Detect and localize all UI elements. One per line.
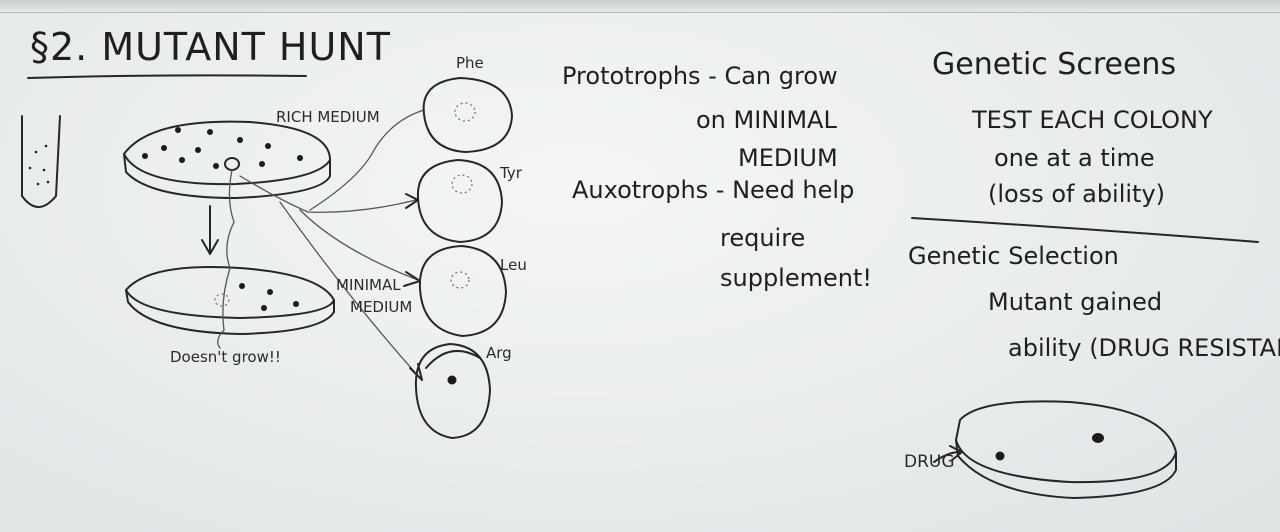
- drug-label: DRUG: [904, 452, 955, 472]
- doesnt-grow-label: Doesn't grow!!: [170, 348, 281, 366]
- marker-tray: [0, 0, 1280, 13]
- selection-line2: ability (DRUG RESISTANT): [1008, 334, 1280, 362]
- screens-line1: TEST EACH COLONY: [972, 106, 1213, 134]
- prototrophs-line1: Prototrophs - Can grow: [562, 62, 838, 90]
- leu-plate: [418, 245, 507, 337]
- phe-plate: [422, 77, 513, 153]
- leu-label: Leu: [500, 256, 527, 274]
- prototrophs-line2: on MINIMAL: [696, 106, 837, 134]
- auxotrophs-line3: supplement!: [720, 264, 873, 292]
- test-tube: [21, 115, 61, 208]
- tyr-plate: [416, 159, 503, 243]
- screens-selection-divider: [911, 217, 1259, 243]
- arrow-to-phe: [309, 109, 425, 211]
- arg-label: Arg: [486, 344, 512, 362]
- phe-label: Phe: [456, 54, 484, 72]
- arrow-to-leu: [299, 209, 419, 281]
- drug-arrow: [933, 445, 963, 463]
- prototrophs-line3: MEDIUM: [738, 144, 838, 172]
- arrow-to-tyr: [239, 175, 417, 213]
- drug-plate: [955, 400, 1177, 499]
- rich-medium-plate: [123, 120, 331, 199]
- tyr-label: Tyr: [500, 164, 522, 182]
- arrow-to-arg: [279, 201, 421, 379]
- rich-medium-label: RICH MEDIUM: [276, 108, 380, 126]
- heading-underline: [27, 74, 307, 79]
- selection-line1: Mutant gained: [988, 288, 1163, 316]
- page-title: §2. MUTANT HUNT: [30, 25, 391, 69]
- auxotrophs-line2: require: [720, 224, 806, 252]
- screens-line3: (loss of ability): [988, 180, 1166, 208]
- genetic-selection-title: Genetic Selection: [908, 242, 1119, 270]
- down-arrow: [201, 205, 219, 255]
- medium-label: MEDIUM: [350, 298, 413, 316]
- colony-trace-line: [217, 169, 235, 349]
- screens-line2: one at a time: [994, 144, 1155, 172]
- arg-plate: [414, 343, 491, 439]
- minimal-label: MINIMAL: [336, 276, 401, 294]
- genetic-screens-title: Genetic Screens: [932, 47, 1177, 82]
- minimal-medium-plate: [125, 265, 335, 335]
- auxotrophs-line1: Auxotrophs - Need help: [572, 176, 855, 204]
